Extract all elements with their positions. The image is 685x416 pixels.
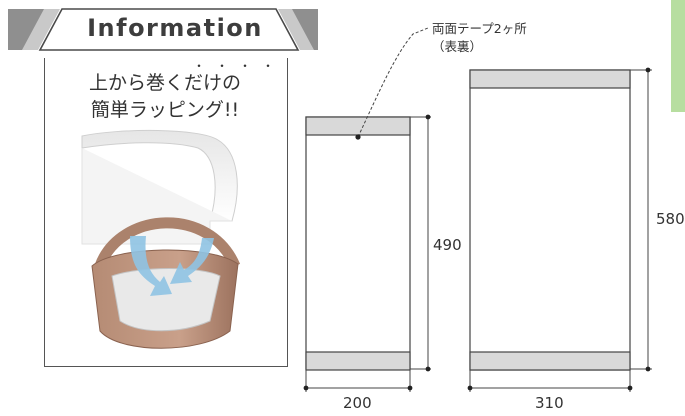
small-sheet-top-tape xyxy=(305,116,411,136)
small-sheet-height-label: 490 xyxy=(433,236,462,254)
info-frame xyxy=(44,58,288,367)
small-sheet-width-label: 200 xyxy=(343,394,372,412)
tape-note-line-1: 両面テープ2ヶ所 xyxy=(432,21,527,36)
large-sheet-top-tape xyxy=(469,69,631,89)
small-sheet-outline xyxy=(305,116,411,370)
headline-line-2: 簡単ラッピング!! xyxy=(90,99,240,121)
tape-leader-line xyxy=(357,27,429,138)
large-sheet-bottom-tape xyxy=(469,351,631,371)
small-sheet-bottom-tape xyxy=(305,351,411,371)
tape-note: 両面テープ2ヶ所 （表裏） xyxy=(432,20,527,56)
tape-note-line-2: （表裏） xyxy=(432,39,483,54)
wrapped-basket-illustration xyxy=(81,129,241,349)
banner-title: Information xyxy=(87,14,263,42)
large-sheet-height-label: 580 xyxy=(656,210,685,228)
side-tab xyxy=(671,0,685,112)
large-sheet-width-label: 310 xyxy=(535,394,564,412)
emphasis-dots: ・・・・ xyxy=(193,59,286,73)
headline-line-1: 上から巻くだけの xyxy=(88,72,241,94)
information-banner xyxy=(0,8,318,51)
large-sheet-outline xyxy=(469,69,631,371)
